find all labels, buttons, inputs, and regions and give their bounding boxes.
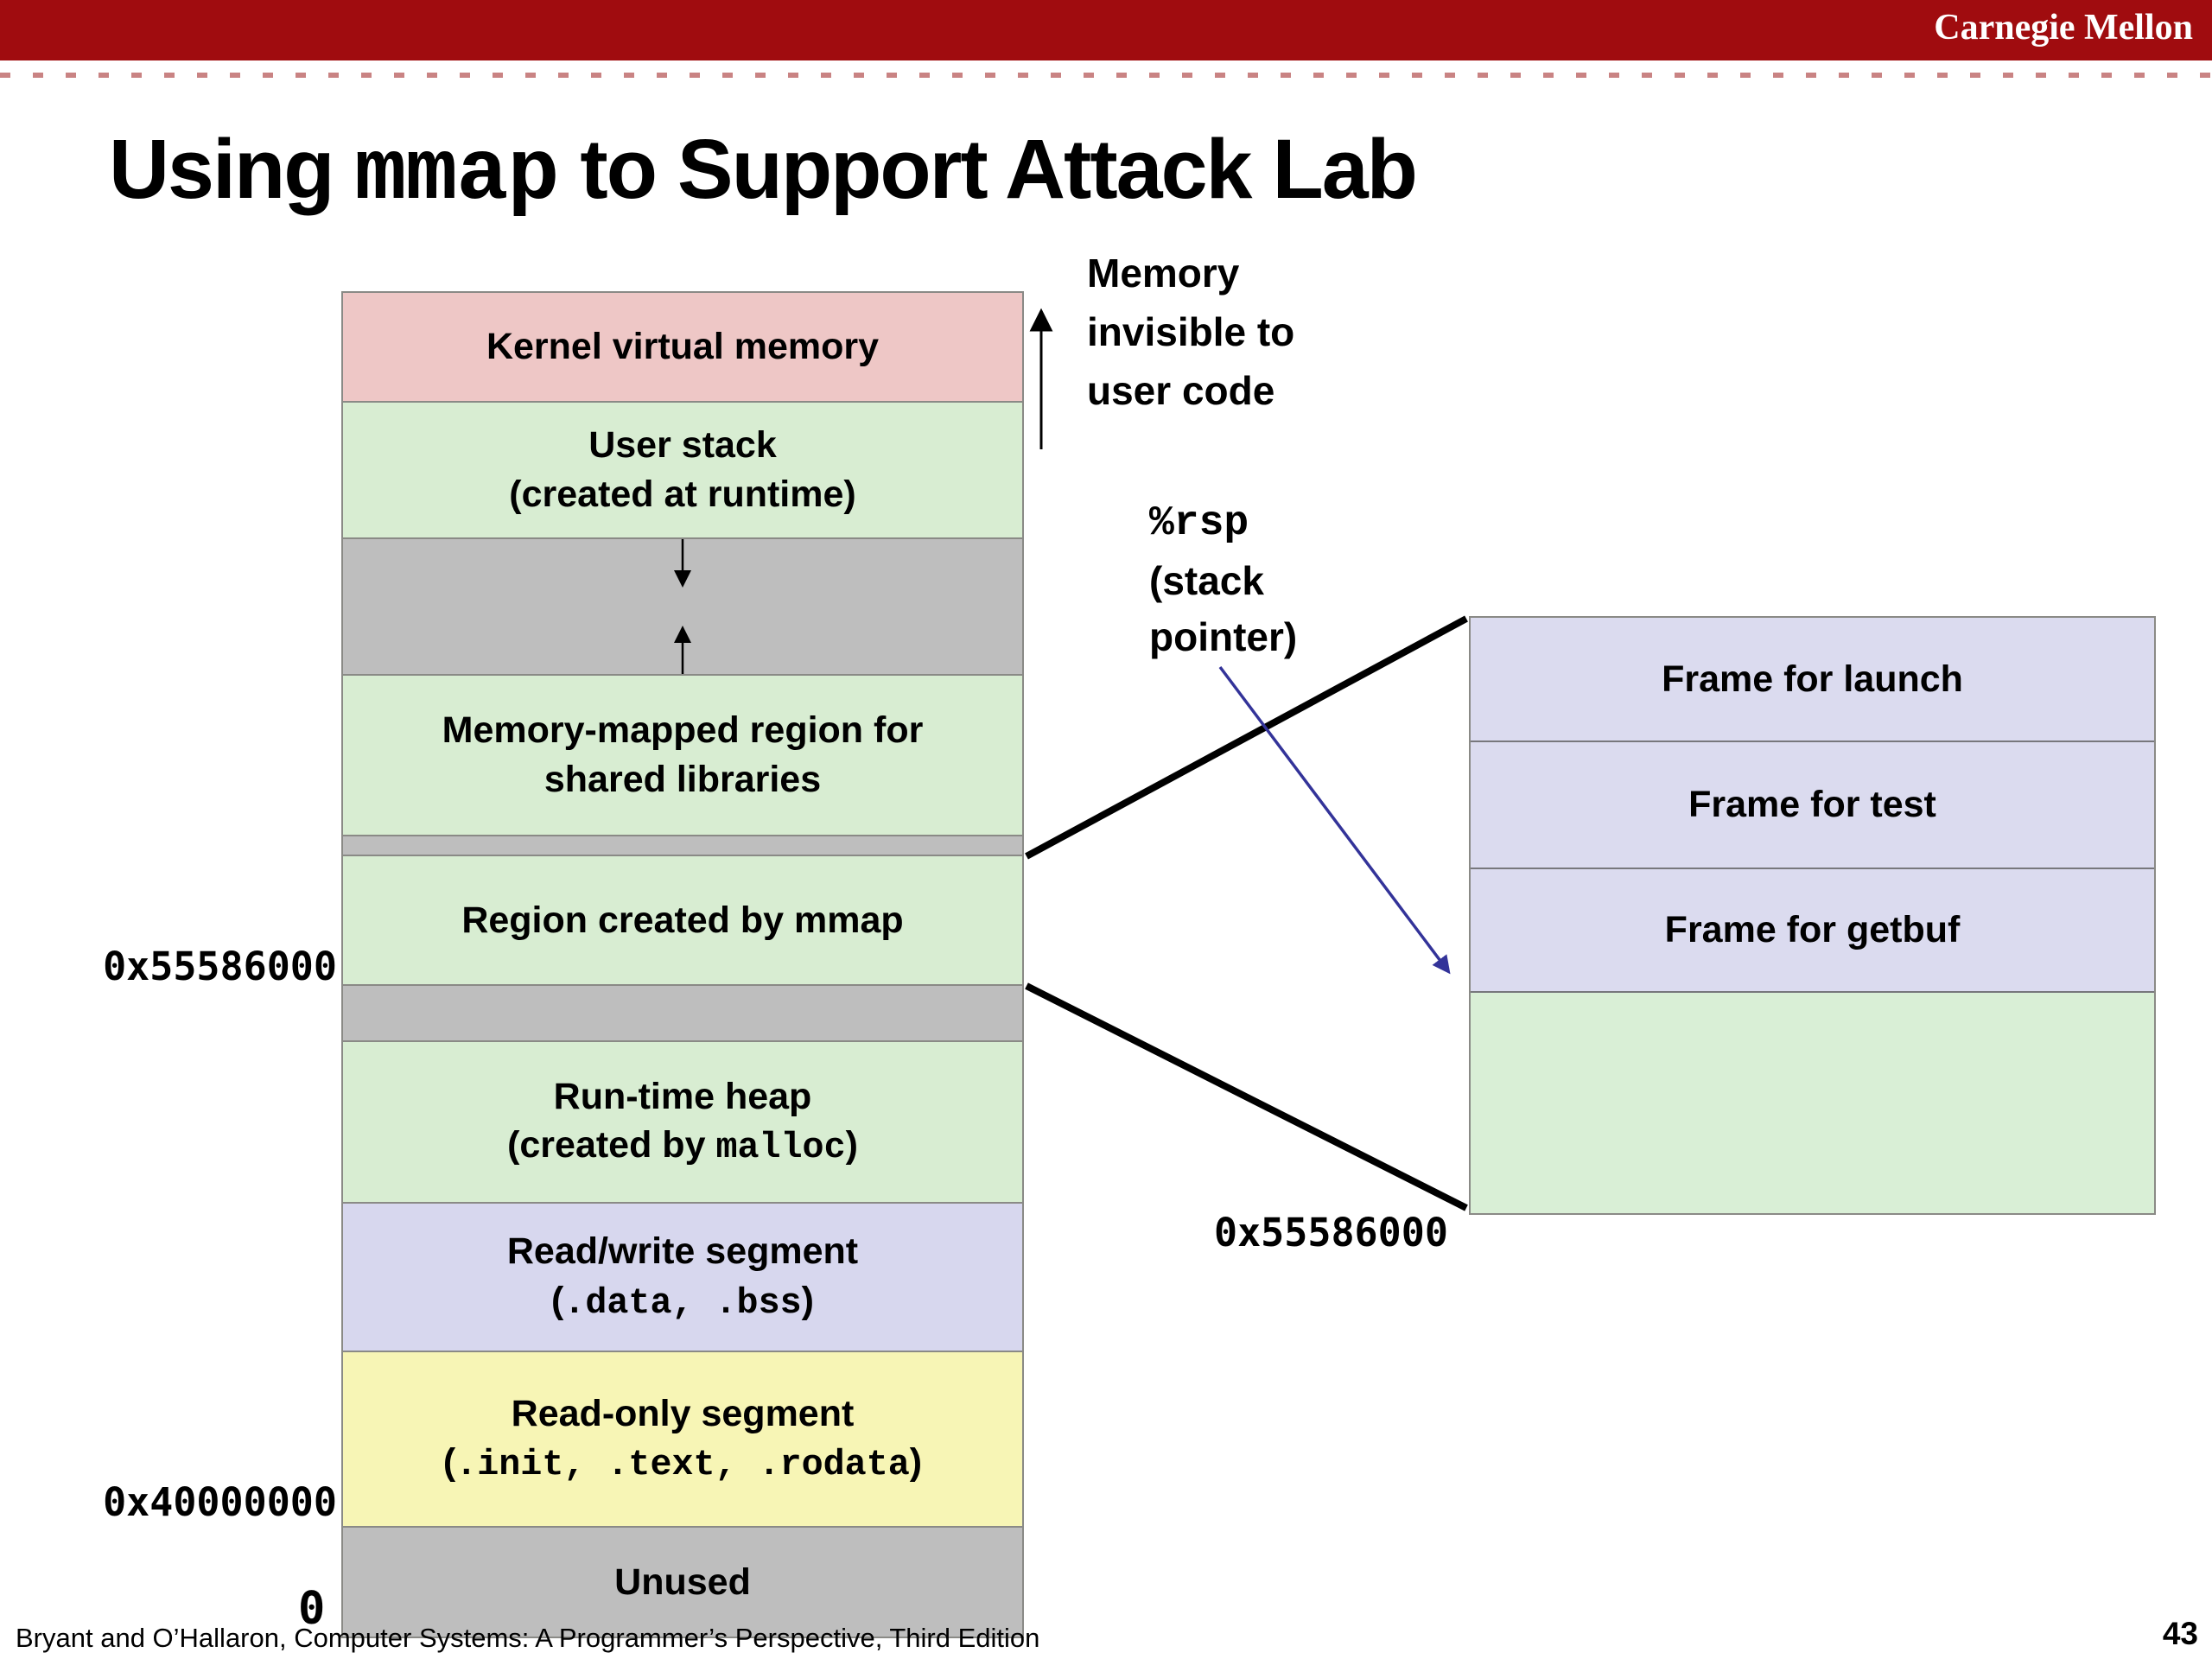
header-bar: Carnegie Mellon: [0, 0, 2212, 60]
page-title: Using mmap to Support Attack Lab: [109, 121, 1418, 225]
memory-invisible-line3: user code: [1087, 368, 1275, 414]
segment-mmap-region: Region created by mmap: [343, 855, 1022, 984]
title-post: to Support Attack Lab: [558, 122, 1418, 216]
rsp-pointer-arrow-icon: [1218, 665, 1451, 975]
memory-invisible-line2: invisible to: [1087, 309, 1295, 355]
segment-heap-line2: (created by malloc): [507, 1121, 858, 1172]
zoom-connector-lower-line: [1025, 982, 1468, 1211]
frame-getbuf: Frame for getbuf: [1471, 868, 2154, 991]
growth-arrows-icon: [674, 539, 691, 674]
virtual-memory-diagram: Kernel virtual memory User stack (create…: [341, 291, 1024, 1638]
segment-ro-line2: (.init, .text, .rodata): [443, 1438, 922, 1489]
segment-rw: Read/write segment (.data, .bss): [343, 1202, 1022, 1351]
ro-line2-pre: (: [442, 1441, 456, 1484]
memory-invisible-line1: Memory: [1087, 251, 1240, 296]
ro-line2-code: .init, .text, .rodata: [455, 1444, 910, 1486]
segment-user-stack-line1: User stack: [588, 424, 777, 467]
segment-user-stack-line2: (created at runtime): [509, 474, 856, 515]
segment-shared-libs: Memory-mapped region for shared librarie…: [343, 674, 1022, 835]
header-dotted-divider: [0, 73, 2212, 78]
segment-growth-gap: [343, 537, 1022, 674]
address-label-stack-zoom: 0x55586000: [1214, 1210, 1448, 1255]
segment-heap: Run-time heap (created by malloc): [343, 1040, 1022, 1202]
frame-free-stack-space: [1471, 991, 2154, 1213]
frame-test: Frame for test: [1471, 741, 2154, 868]
heap-line2-code: malloc: [715, 1127, 846, 1169]
segment-ro: Read-only segment (.init, .text, .rodata…: [343, 1351, 1022, 1526]
segment-heap-line1: Run-time heap: [553, 1075, 812, 1117]
segment-user-stack: User stack (created at runtime): [343, 401, 1022, 537]
segment-rw-line1: Read/write segment: [506, 1230, 859, 1273]
frame-launch: Frame for launch: [1471, 618, 2154, 741]
segment-rw-line2: (.data, .bss): [551, 1276, 814, 1327]
heap-line2-pre: (created by: [507, 1124, 716, 1166]
segment-unused-label: Unused: [614, 1560, 751, 1603]
segment-mmap-region-label: Region created by mmap: [461, 899, 904, 941]
rsp-note-line2: (stack: [1149, 558, 1264, 604]
brand-label: Carnegie Mellon: [1934, 8, 2193, 48]
attribution-footer: Bryant and O’Hallaron, Computer Systems:…: [16, 1623, 1040, 1653]
rsp-note: %rsp (stack pointer): [1149, 494, 1408, 666]
address-label-text-base: 0x40000000: [103, 1479, 337, 1525]
rw-line2-post: ): [801, 1279, 814, 1321]
segment-gap-below-mmap: [343, 984, 1022, 1040]
segment-gap-above-mmap: [343, 835, 1022, 855]
rsp-note-line3: pointer): [1149, 614, 1298, 660]
page-number: 43: [2162, 1616, 2198, 1651]
segment-shared-libs-line1: Memory-mapped region for: [442, 709, 924, 752]
address-label-zero: 0: [298, 1583, 326, 1635]
ro-line2-post: ): [909, 1441, 923, 1484]
heap-line2-post: ): [845, 1124, 858, 1166]
segment-shared-libs-line2: shared libraries: [543, 759, 822, 800]
segment-unused: Unused: [343, 1526, 1022, 1637]
segment-kernel-label: Kernel virtual memory: [486, 326, 880, 368]
memory-invisible-note: Memory invisible to user code: [1087, 244, 1381, 420]
title-pre: Using: [109, 122, 355, 216]
segment-ro-line1: Read-only segment: [511, 1392, 855, 1434]
title-code: mmap: [354, 127, 559, 225]
stack-zoom-box: Frame for launch Frame for test Frame fo…: [1469, 616, 2156, 1215]
rsp-register-label: %rsp: [1149, 500, 1249, 547]
rw-line2-pre: (: [551, 1279, 564, 1321]
segment-kernel: Kernel virtual memory: [343, 293, 1022, 401]
rw-line2-code: .data, .bss: [563, 1281, 802, 1324]
address-label-mmap-base: 0x55586000: [103, 944, 337, 989]
